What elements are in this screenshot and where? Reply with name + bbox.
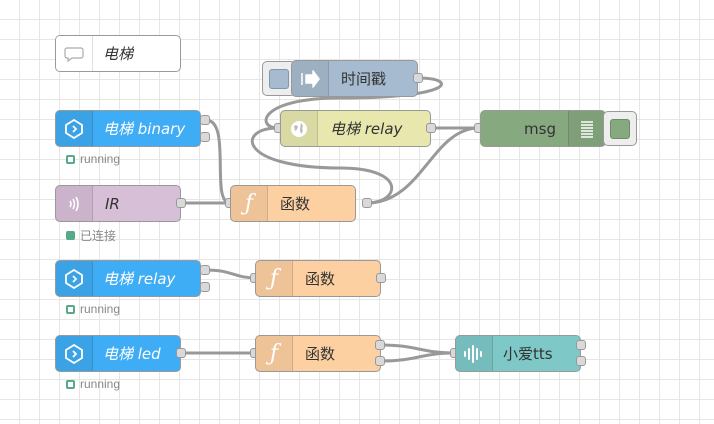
function-icon: ƒ <box>256 261 293 296</box>
binary-status-text: running <box>80 152 121 166</box>
wire-func-to-debug <box>365 126 481 205</box>
function-node-2[interactable]: ƒ 函数 <box>255 260 381 297</box>
ir-output-port[interactable] <box>176 198 186 208</box>
func2-label: 函数 <box>305 270 336 288</box>
ir-node[interactable]: IR <box>55 185 181 222</box>
http-output-port[interactable] <box>426 123 436 133</box>
arrow-right-icon <box>292 61 329 96</box>
binary-status: running <box>66 152 120 166</box>
relay-node[interactable]: 电梯 relay <box>55 260 201 297</box>
func1-label: 函数 <box>280 195 311 213</box>
timestamp-output-port[interactable] <box>413 73 423 83</box>
tts-label: 小爱tts <box>503 345 553 363</box>
led-label: 电梯 led <box>103 345 161 363</box>
function-icon: ƒ <box>256 336 293 371</box>
led-status: running <box>66 377 120 391</box>
status-ring-icon <box>66 304 75 314</box>
wire-func3-to-tts-a <box>378 343 457 355</box>
http-relay-node[interactable]: 电梯 relay <box>280 110 431 147</box>
tts-output-port-2[interactable] <box>576 356 586 366</box>
binary-label: 电梯 binary <box>103 120 186 138</box>
led-node[interactable]: 电梯 led <box>55 335 181 372</box>
func2-output-port[interactable] <box>376 273 386 283</box>
relay-label: 电梯 relay <box>103 270 176 288</box>
sound-wave-icon <box>456 336 493 371</box>
status-dot-icon <box>66 231 75 240</box>
function-node-1[interactable]: ƒ 函数 <box>230 185 356 222</box>
inject-button-fill <box>269 68 289 89</box>
homekit-icon <box>56 336 93 371</box>
func3-output-port-2[interactable] <box>375 356 385 366</box>
relay-status: running <box>66 302 120 316</box>
wire-func3-to-tts-b <box>378 351 457 363</box>
status-ring-icon <box>66 154 75 164</box>
ir-status-text: 已连接 <box>80 229 117 243</box>
comment-node[interactable]: 电梯 <box>55 35 181 72</box>
tts-output-port-1[interactable] <box>576 340 586 350</box>
relay-status-text: running <box>80 302 121 316</box>
wire-binary-to-func <box>204 118 232 205</box>
speech-bubble-icon <box>56 36 93 71</box>
led-output-port[interactable] <box>176 348 186 358</box>
comment-label: 电梯 <box>103 45 134 63</box>
relay-output-port-1[interactable] <box>200 265 210 275</box>
binary-node[interactable]: 电梯 binary <box>55 110 201 147</box>
debug-node[interactable]: msg <box>480 110 606 147</box>
debug-label: msg <box>524 119 556 138</box>
led-status-text: running <box>80 377 121 391</box>
http-relay-label: 电梯 relay <box>330 120 403 138</box>
ir-signal-icon <box>56 186 93 221</box>
globe-icon <box>281 111 318 146</box>
list-icon <box>568 111 605 146</box>
homekit-icon <box>56 111 93 146</box>
func1-output-port[interactable] <box>362 198 372 208</box>
ir-label: IR <box>105 194 120 213</box>
binary-output-port-1[interactable] <box>200 115 210 125</box>
func3-label: 函数 <box>305 345 336 363</box>
homekit-icon <box>56 261 93 296</box>
function-icon: ƒ <box>231 186 268 221</box>
wire-timestamp-to-http <box>264 76 444 130</box>
timestamp-node[interactable]: 时间戳 <box>291 60 418 97</box>
debug-toggle-button[interactable] <box>603 111 637 146</box>
function-node-3[interactable]: ƒ 函数 <box>255 335 381 372</box>
ir-status: 已连接 <box>66 227 116 244</box>
status-ring-icon <box>66 379 75 389</box>
relay-output-port-2[interactable] <box>200 282 210 292</box>
wire-func-to-http <box>250 126 394 205</box>
binary-output-port-2[interactable] <box>200 132 210 142</box>
timestamp-label: 时间戳 <box>341 70 387 88</box>
debug-toggle-fill <box>610 118 630 139</box>
tts-node[interactable]: 小爱tts <box>455 335 581 372</box>
func3-output-port-1[interactable] <box>375 340 385 350</box>
